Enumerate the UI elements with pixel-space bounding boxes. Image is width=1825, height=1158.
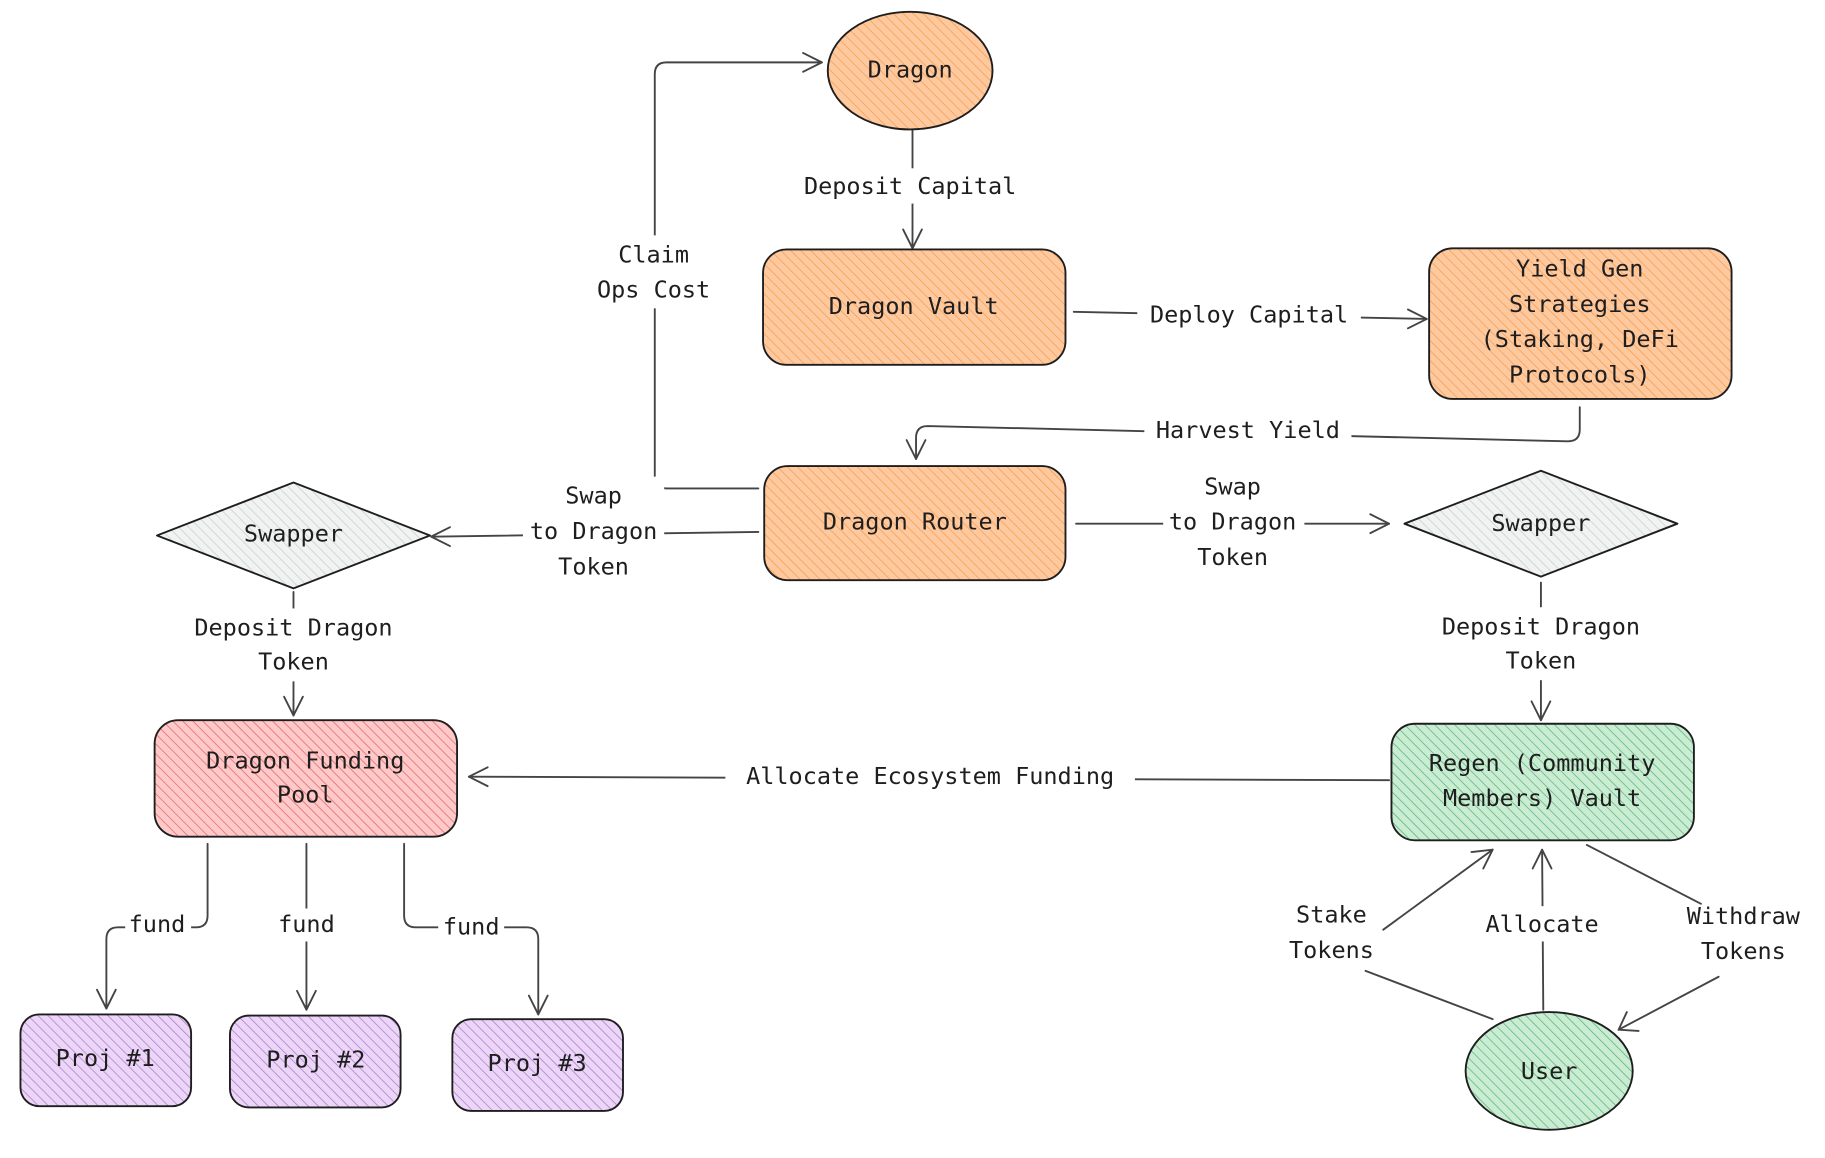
node-swapper-left[interactable]: Swapper [156, 481, 431, 590]
edge-label-deposit-left: Token [258, 648, 329, 676]
node-proj-3[interactable]: Proj #3 [451, 1018, 624, 1112]
edge-withdraw-tokens[interactable] [1585, 844, 1720, 1031]
node-label: Dragon Funding [206, 746, 404, 774]
node-label: Dragon Router [823, 508, 1007, 536]
node-label: Swapper [244, 519, 343, 547]
arrowhead [902, 228, 923, 250]
edge-labels: Deposit Capital Deploy Capital Harvest Y… [125, 168, 1801, 965]
node-label: Proj #2 [266, 1045, 365, 1073]
arrowhead [905, 439, 927, 460]
node-label: Strategies [1509, 290, 1651, 318]
edge-label-allocate: Allocate [1485, 910, 1598, 938]
node-dragon-funding-pool[interactable]: Dragon Funding Pool [153, 719, 459, 838]
arrowhead [1531, 848, 1553, 870]
arrowhead [1407, 308, 1428, 330]
edge-label-withdraw-tokens: Tokens [1701, 937, 1786, 965]
edge-label-swap-left: to Dragon [530, 517, 657, 545]
edge-label-stake-tokens: Stake [1296, 901, 1367, 929]
arrowhead [96, 988, 117, 1010]
arrowhead [296, 989, 317, 1011]
node-yield-gen-strategies[interactable]: Yield Gen Strategies (Staking, DeFi Prot… [1428, 247, 1733, 400]
edge-label-fund-1: fund [129, 910, 186, 938]
node-label: Proj #3 [488, 1049, 587, 1077]
node-label: Pool [277, 781, 334, 809]
arrowhead [283, 695, 304, 717]
node-label: Yield Gen [1516, 255, 1643, 283]
node-label: Regen (Community [1429, 749, 1656, 777]
node-dragon-vault[interactable]: Dragon Vault [762, 248, 1067, 366]
edge-label-withdraw-tokens: Withdraw [1687, 902, 1801, 930]
edge-label-swap-left: Token [558, 552, 629, 580]
arrowhead [467, 766, 489, 788]
edge-label-harvest-yield: Harvest Yield [1156, 416, 1340, 444]
nodes: Dragon Dragon Vault Yield Gen Strategies… [19, 10, 1733, 1131]
node-regen-vault[interactable]: Regen (Community Members) Vault [1390, 722, 1695, 842]
edge-label-deposit-capital: Deposit Capital [804, 172, 1016, 200]
node-label: User [1521, 1057, 1578, 1085]
edge-label-deposit-right: Deposit Dragon [1442, 612, 1640, 640]
node-label: (Staking, DeFi [1481, 325, 1679, 353]
node-label: Members) Vault [1443, 784, 1641, 812]
node-label: Protocols) [1509, 360, 1651, 388]
arrowhead [1369, 513, 1391, 535]
edge-label-stake-tokens: Tokens [1289, 936, 1374, 964]
edge-label-deposit-right: Token [1506, 646, 1577, 674]
edge-stake-tokens[interactable] [1364, 848, 1494, 1021]
edge-label-fund-3: fund [443, 912, 500, 940]
arrowhead [1617, 1011, 1640, 1032]
arrowhead [1470, 848, 1494, 870]
edge-label-deposit-left: Deposit Dragon [194, 613, 392, 641]
edge-label-claim-ops-cost: Ops Cost [597, 276, 710, 304]
node-label: Swapper [1491, 509, 1590, 537]
arrowhead [527, 994, 549, 1016]
edge-label-allocate-ecosystem-funding: Allocate Ecosystem Funding [746, 762, 1114, 790]
edge-label-claim-ops-cost: Claim [618, 240, 689, 268]
arrowhead [802, 52, 823, 73]
node-label: Dragon Vault [829, 292, 999, 320]
node-proj-2[interactable]: Proj #2 [228, 1014, 402, 1109]
edge-label-swap-left: Swap [565, 482, 622, 510]
edge-label-swap-right: Token [1197, 543, 1268, 571]
edge-label-swap-right: Swap [1204, 472, 1261, 500]
edge-label-fund-2: fund [278, 910, 335, 938]
node-label: Dragon [868, 56, 953, 84]
node-swapper-right[interactable]: Swapper [1403, 469, 1679, 578]
arrowhead [1530, 700, 1552, 722]
edge-label-deploy-capital: Deploy Capital [1150, 300, 1348, 328]
node-dragon[interactable]: Dragon [826, 10, 994, 131]
node-user[interactable]: User [1464, 1011, 1634, 1131]
edge-label-swap-right: to Dragon [1169, 508, 1296, 536]
node-label: Proj #1 [56, 1044, 155, 1072]
node-dragon-router[interactable]: Dragon Router [763, 465, 1067, 582]
node-proj-1[interactable]: Proj #1 [19, 1013, 193, 1108]
arrowhead [430, 526, 451, 547]
